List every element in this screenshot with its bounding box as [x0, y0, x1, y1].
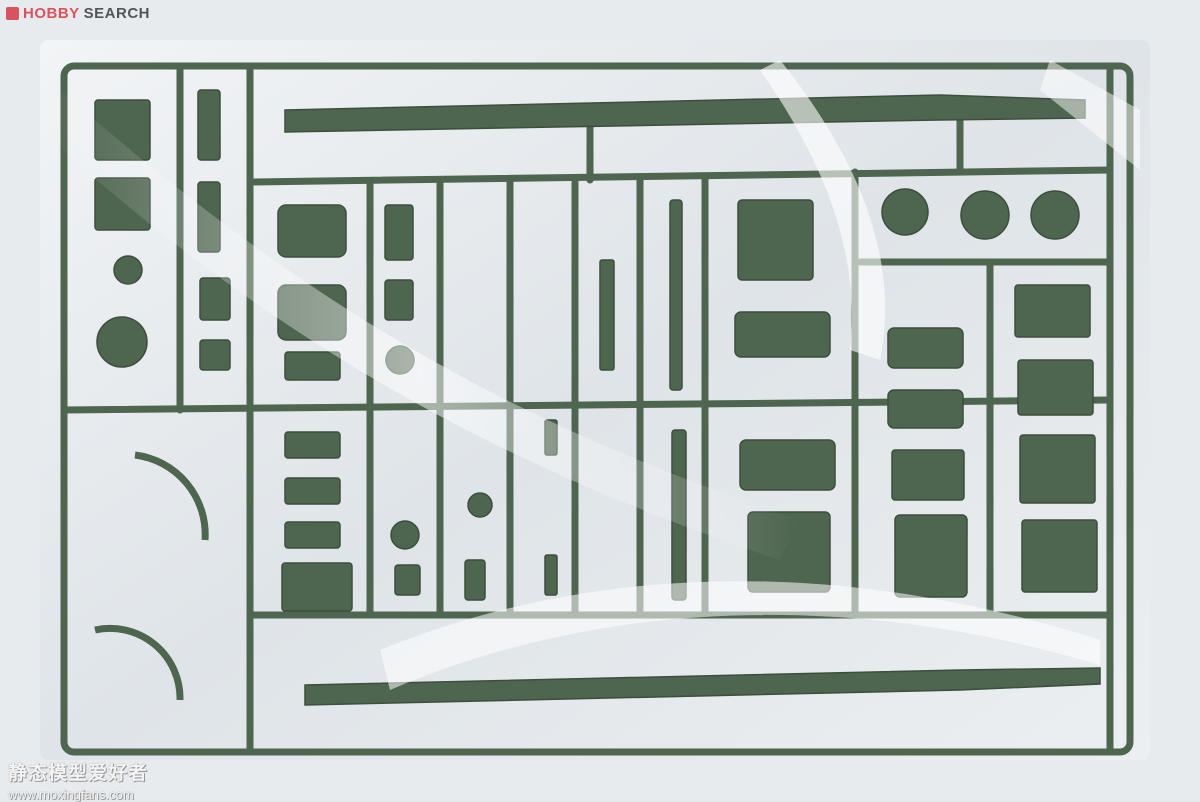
- watermark-brand-hobby: HOBBY: [23, 5, 80, 22]
- hobby-search-logo-icon: [6, 7, 19, 20]
- watermark-url: www.moxingfans.com: [8, 787, 134, 802]
- plastic-reflections: [40, 60, 1140, 690]
- moxingfans-watermark: 静态模型爱好者 www.moxingfans.com: [8, 758, 148, 802]
- hobby-search-watermark: HOBBY SEARCH: [6, 5, 150, 22]
- watermark-chinese-text: 静态模型爱好者: [8, 763, 149, 784]
- watermark-brand-search: SEARCH: [83, 5, 151, 22]
